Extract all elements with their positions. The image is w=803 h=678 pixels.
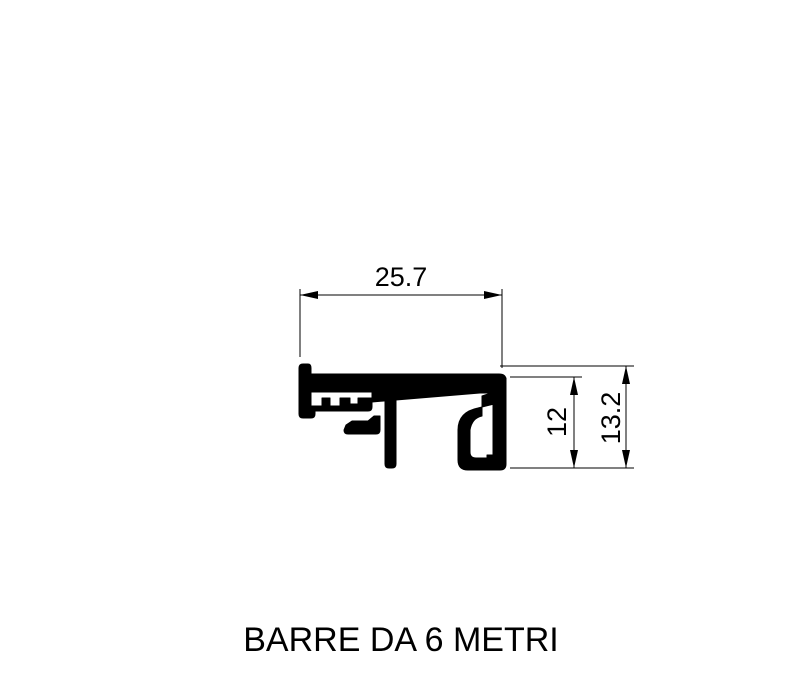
outer-height-dimension: 13.2 (500, 365, 634, 468)
profile-central-leg (384, 395, 397, 469)
width-arrow-left (300, 291, 318, 299)
outer-height-arrow-bottom (622, 450, 630, 468)
drawing-caption: BARRE DA 6 METRI (243, 621, 559, 659)
inner-height-arrow-top (570, 377, 578, 395)
profile-channel-groove (486, 454, 499, 463)
width-label: 25.7 (375, 262, 428, 292)
inner-height-dimension: 12 (510, 376, 634, 469)
outer-height-arrow-top (622, 366, 630, 384)
profile-cross-section (298, 363, 507, 471)
outer-height-label: 13.2 (596, 392, 626, 445)
profile-c-channel (457, 377, 507, 471)
profile-left-lip (298, 363, 373, 419)
width-arrow-right (484, 291, 502, 299)
inner-height-arrow-bottom (570, 450, 578, 468)
profile-tooth (343, 415, 381, 435)
inner-height-label: 12 (542, 407, 572, 437)
width-dimension: 25.7 (299, 262, 503, 368)
